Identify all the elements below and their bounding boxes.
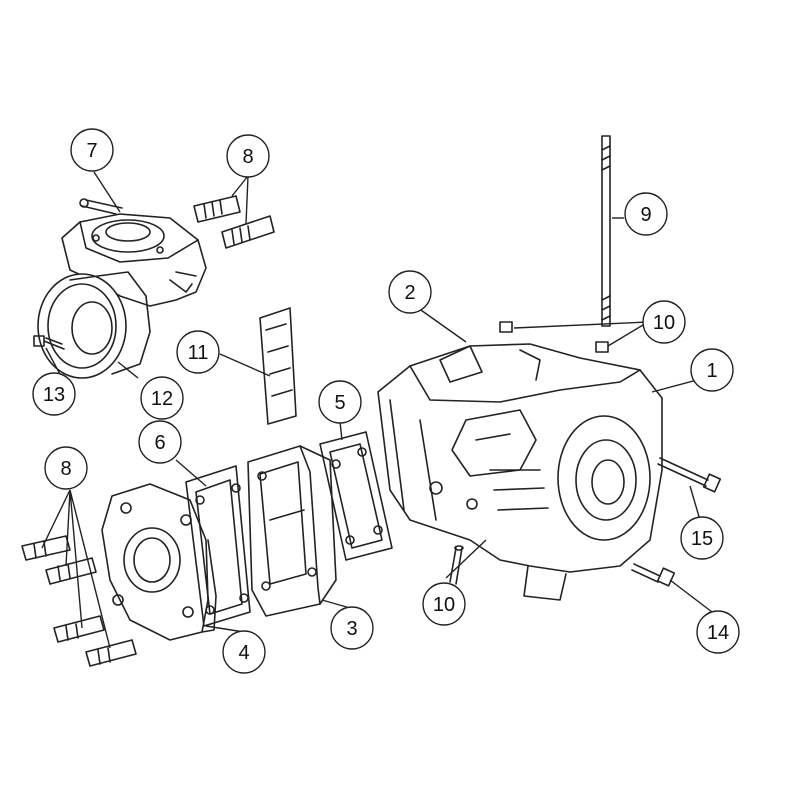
- studs-upper: [193, 195, 275, 249]
- leader-lines: [41, 171, 713, 649]
- bolt-14: [631, 563, 676, 587]
- crankcase: [377, 343, 663, 601]
- small-screw: [33, 335, 65, 350]
- callout-1: 1: [690, 348, 734, 392]
- svg-text:3: 3: [346, 618, 357, 640]
- reed-gasket: [259, 307, 297, 425]
- svg-text:4: 4: [238, 642, 249, 664]
- callout-12: 12: [140, 376, 184, 420]
- svg-text:15: 15: [691, 528, 713, 550]
- callout-8-lower: 8: [44, 446, 88, 490]
- svg-text:11: 11: [188, 342, 209, 364]
- callout-3: 3: [330, 606, 374, 650]
- callout-13: 13: [32, 372, 76, 416]
- callout-5: 5: [318, 380, 362, 424]
- gasket-frame: [185, 465, 251, 627]
- callout-2: 2: [388, 270, 432, 314]
- callout-14: 14: [696, 610, 740, 654]
- svg-text:8: 8: [242, 146, 253, 168]
- callout-10-upper: 10: [642, 300, 686, 344]
- svg-text:10: 10: [653, 312, 675, 334]
- svg-text:8: 8: [60, 458, 71, 480]
- svg-text:1: 1: [706, 360, 717, 382]
- callout-7: 7: [70, 128, 114, 172]
- callout-11: 11: [176, 330, 220, 374]
- callout-10-lower: 10: [422, 582, 466, 626]
- svg-text:9: 9: [640, 204, 651, 226]
- callout-6: 6: [138, 420, 182, 464]
- svg-text:14: 14: [707, 622, 729, 644]
- bolt-15: [657, 457, 722, 493]
- gasket-right: [319, 431, 393, 561]
- svg-text:7: 7: [86, 140, 97, 162]
- cylinder-flange: [101, 483, 217, 641]
- reed-block: [247, 445, 337, 617]
- long-stud: [601, 135, 611, 327]
- svg-text:2: 2: [404, 282, 415, 304]
- callout-9: 9: [624, 192, 668, 236]
- callout-4: 4: [222, 630, 266, 674]
- svg-text:10: 10: [433, 594, 455, 616]
- svg-text:6: 6: [154, 432, 165, 454]
- svg-text:13: 13: [43, 384, 65, 406]
- callout-15: 15: [680, 516, 724, 560]
- svg-text:12: 12: [151, 388, 173, 410]
- callout-8-upper: 8: [226, 134, 270, 178]
- intake-bell: [37, 271, 151, 379]
- svg-text:5: 5: [334, 392, 345, 414]
